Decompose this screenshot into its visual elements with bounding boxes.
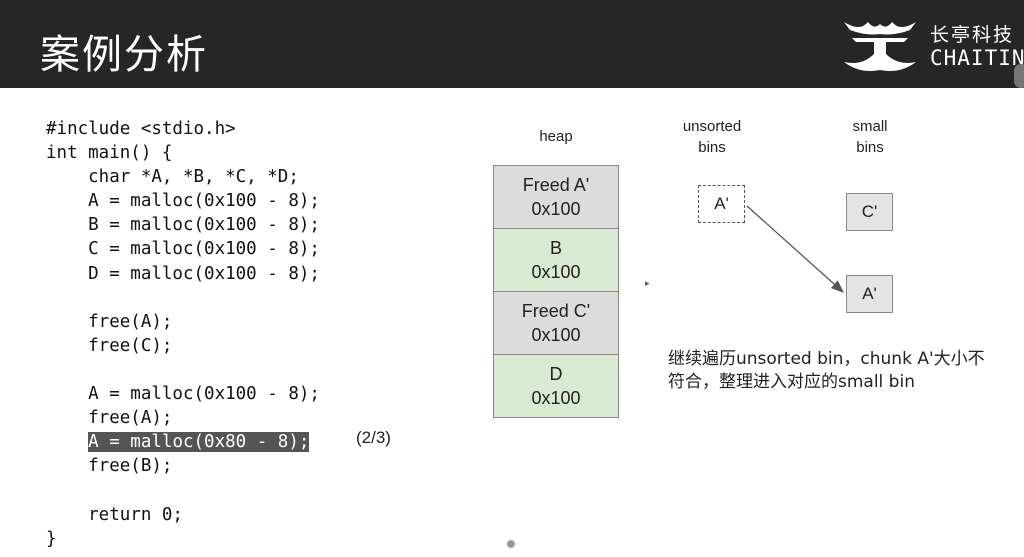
code-line: }	[46, 528, 57, 549]
code-listing: #include <stdio.h> int main() { char *A, …	[46, 117, 320, 551]
code-line: char *A, *B, *C, *D;	[46, 167, 299, 188]
heap-block-name: D	[549, 364, 563, 384]
small-label-line1: small	[852, 118, 888, 135]
code-line: A = malloc(0x100 - 8);	[46, 384, 320, 405]
unsorted-label-line2: bins	[698, 139, 726, 156]
heap-diagram: Freed A' 0x100 B 0x100 Freed C' 0x100 D …	[493, 165, 619, 418]
code-line: return 0;	[46, 504, 183, 525]
code-line: A = malloc(0x80 - 8);	[46, 430, 320, 454]
slide-title: 案例分析	[40, 32, 208, 78]
code-line: D = malloc(0x100 - 8);	[46, 263, 320, 284]
code-line	[46, 286, 320, 310]
code-line: int main() {	[46, 143, 173, 164]
explanation-note: 继续遍历unsorted bin，chunk A'大小不符合，整理进入对应的sm…	[668, 349, 985, 392]
small-bins-label: small bins	[832, 116, 908, 158]
small-bin-chunk-a: A'	[846, 275, 893, 313]
cursor-icon: ▸	[645, 278, 650, 288]
heap-block-size: 0x100	[531, 325, 581, 345]
heap-block-d: D 0x100	[493, 354, 619, 418]
unsorted-bin-chunk: A'	[698, 185, 745, 223]
small-bin-chunk-c: C'	[846, 193, 893, 231]
chaitin-logo: 长亭科技 CHAITIN	[838, 16, 1024, 76]
highlighted-code: A = malloc(0x80 - 8);	[88, 432, 310, 453]
page-indicator-dot[interactable]	[507, 540, 515, 548]
code-line: free(A);	[46, 408, 173, 429]
heap-block-name: Freed A'	[522, 175, 590, 195]
heap-block-freed-a: Freed A' 0x100	[493, 165, 619, 229]
code-line: B = malloc(0x100 - 8);	[46, 215, 320, 236]
code-line: #include <stdio.h>	[46, 119, 236, 139]
heap-block-name: B	[549, 238, 562, 258]
heap-block-size: 0x100	[531, 388, 581, 408]
code-line: free(B);	[46, 456, 173, 477]
unsorted-label-line1: unsorted	[682, 118, 742, 135]
heap-block-size: 0x100	[531, 262, 581, 282]
title-bar: 案例分析 长亭科技 CHAITIN	[0, 0, 1024, 88]
code-line	[46, 478, 320, 502]
side-handle[interactable]	[1014, 64, 1024, 88]
code-line	[46, 358, 320, 382]
chaitin-logo-icon	[844, 22, 916, 71]
code-line: C = malloc(0x100 - 8);	[46, 239, 320, 260]
logo-english-text: CHAITIN	[930, 46, 1024, 70]
step-indicator: (2/3)	[356, 428, 391, 447]
heap-label: heap	[539, 128, 573, 145]
heap-block-name: Freed C'	[521, 301, 591, 321]
small-label-line2: bins	[856, 139, 884, 156]
code-line: free(A);	[46, 311, 173, 332]
unsorted-bins-label: unsorted bins	[672, 116, 752, 158]
code-line: A = malloc(0x100 - 8);	[46, 191, 320, 212]
heap-block-size: 0x100	[531, 199, 581, 219]
logo-chinese-text: 长亭科技	[930, 24, 1015, 46]
code-line: free(C);	[46, 335, 173, 356]
heap-block-freed-c: Freed C' 0x100	[493, 291, 619, 355]
heap-block-b: B 0x100	[493, 228, 619, 292]
